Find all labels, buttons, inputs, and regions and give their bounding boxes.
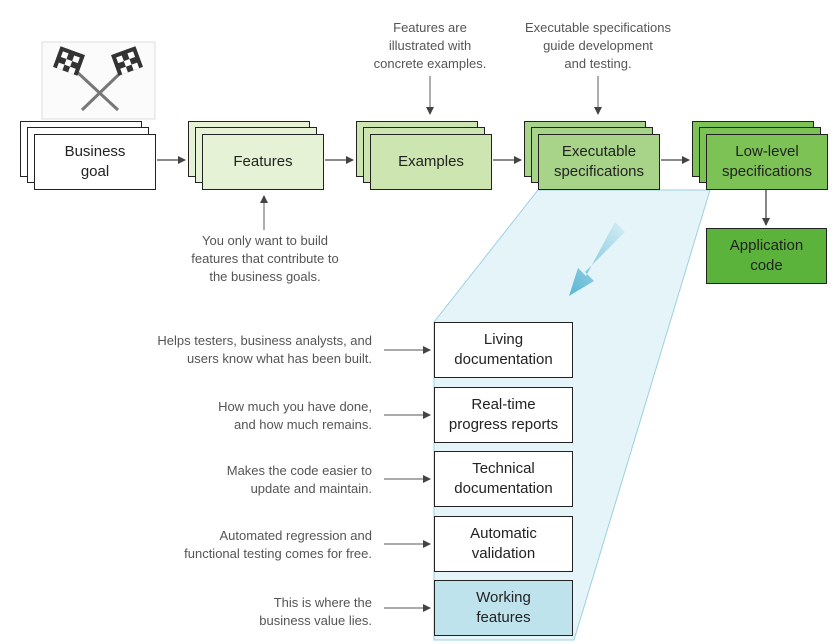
exec-specs-note: Executable specifications guide developm… [525,20,671,71]
low-level-specs-label: Low-level specifications [721,143,813,180]
outcome-box-technical-documentation [434,451,573,507]
outcome-label-working-features: Working features [476,589,531,626]
outcome-label-automatic-validation: Automatic validation [470,525,537,562]
executable-specs-label: Executable specifications [553,143,645,180]
checkered-flags-icon [53,46,143,112]
outcome-label-technical-documentation: Technical documentation [454,460,553,497]
application-code-box [706,228,827,284]
features-note: You only want to build features that con… [191,233,339,284]
application-code-label: Application code [729,237,804,274]
outcome-box-progress-reports [434,387,573,443]
outcome-note-living-documentation: Helps testers, business analysts, and us… [157,333,372,366]
outcome-box-working-features [434,580,573,636]
outcome-label-progress-reports: Real-time progress reports [448,396,559,433]
outcome-note-working-features: This is where the business value lies. [259,595,372,628]
outcome-note-technical-documentation: Makes the code easier to update and main… [226,463,372,496]
outcome-note-progress-reports: How much you have done, and how much rem… [218,399,372,432]
outcome-box-living-documentation [434,322,573,378]
outcome-box-automatic-validation [434,516,573,572]
outcome-note-automatic-validation: Automated regression and functional test… [184,528,372,561]
features-label: Features [233,153,293,170]
examples-label: Examples [398,153,464,170]
business-goal-label: Business goal [64,143,126,180]
examples-note: Features are illustrated with concrete e… [373,20,487,71]
down-left-arrow-icon [569,222,625,296]
outcome-label-living-documentation: Living documentation [454,331,553,368]
